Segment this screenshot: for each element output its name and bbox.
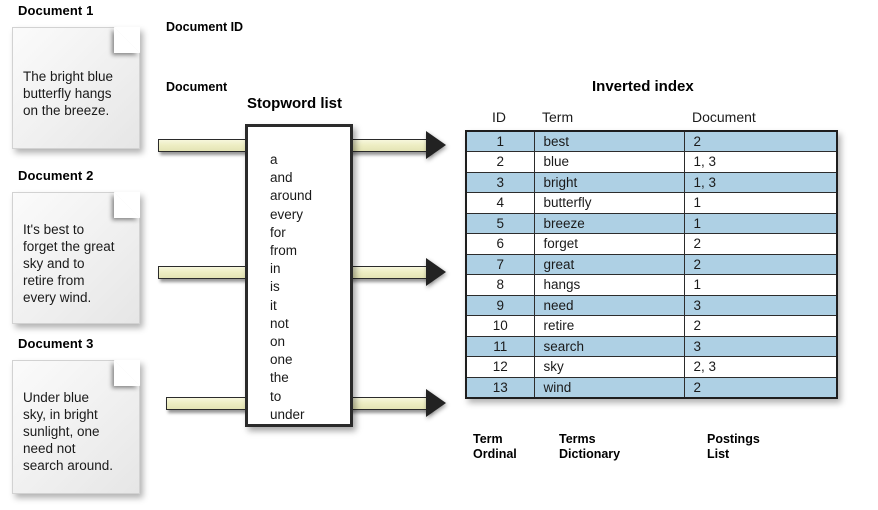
stopword-item: for <box>270 224 286 240</box>
table-row[interactable]: 5 breeze 1 <box>465 212 838 234</box>
cell-id: 1 <box>465 130 535 152</box>
table-row[interactable]: 8 hangs 1 <box>465 274 838 296</box>
cell-id: 9 <box>465 294 535 316</box>
document-3-title: Document 3 <box>18 336 94 351</box>
document-2-title: Document 2 <box>18 168 94 183</box>
stopword-item: in <box>270 261 281 277</box>
cell-term: best <box>533 130 685 152</box>
cell-id: 2 <box>465 151 535 173</box>
stopword-item: a <box>270 152 278 167</box>
inverted-index-table[interactable]: 1 best 2 2 blue 1, 3 3 bright 1, 3 4 but… <box>465 130 838 399</box>
stopword-list-title: Stopword list <box>247 95 342 112</box>
cell-term: search <box>533 335 685 357</box>
cell-id: 10 <box>465 315 535 337</box>
stopword-item: to <box>270 388 282 404</box>
document-3-card[interactable]: Under blue sky, in bright sunlight, one … <box>12 360 140 494</box>
stopword-item: the <box>270 370 289 386</box>
cell-id: 13 <box>465 376 535 398</box>
cell-document: 1 <box>683 274 838 296</box>
arrow-doc2-to-stopword <box>158 266 254 279</box>
arrow-doc3-to-stopword <box>166 397 254 410</box>
arrow-doc1-to-stopword <box>158 139 254 152</box>
cell-document: 2, 3 <box>683 356 838 378</box>
document-2-card[interactable]: It's best to forget the great sky and to… <box>12 192 140 324</box>
column-header-id: ID <box>492 109 506 125</box>
stopword-item: one <box>270 352 293 368</box>
cell-term: great <box>533 253 685 275</box>
cell-id: 3 <box>465 171 535 193</box>
footer-postings-list: Postings List <box>707 432 760 461</box>
stopword-list-box: a and around every for from in is it not… <box>245 124 353 427</box>
stopword-item: is <box>270 279 280 295</box>
document-1-text: The bright blue butterfly hangs on the b… <box>23 69 114 118</box>
cell-term: hangs <box>533 274 685 296</box>
page-fold-cut-icon <box>114 360 140 386</box>
table-row[interactable]: 2 blue 1, 3 <box>465 151 838 173</box>
cell-term: forget <box>533 233 685 255</box>
document-1-title: Document 1 <box>18 3 94 18</box>
document-id-label: Document ID <box>166 20 244 34</box>
inverted-index-header-row: ID Term Document <box>465 109 836 125</box>
footer-terms-dictionary: Terms Dictionary <box>559 432 621 461</box>
table-row[interactable]: 6 forget 2 <box>465 233 838 255</box>
stopword-item: every <box>270 206 304 222</box>
cell-document: 3 <box>683 335 838 357</box>
stopword-item: and <box>270 170 293 186</box>
stopword-item: it <box>270 297 277 313</box>
cell-document: 3 <box>683 294 838 316</box>
cell-document: 2 <box>683 315 838 337</box>
cell-term: breeze <box>533 212 685 234</box>
table-row[interactable]: 12 sky 2, 3 <box>465 356 838 378</box>
table-row[interactable]: 10 retire 2 <box>465 315 838 337</box>
table-row[interactable]: 1 best 2 <box>465 130 838 152</box>
cell-term: need <box>533 294 685 316</box>
table-row[interactable]: 9 need 3 <box>465 294 838 316</box>
stopword-item: under <box>270 406 305 422</box>
cell-id: 7 <box>465 253 535 275</box>
cell-term: retire <box>533 315 685 337</box>
page-fold-cut-icon <box>114 27 140 53</box>
cell-term: wind <box>533 376 685 398</box>
cell-term: blue <box>533 151 685 173</box>
cell-id: 8 <box>465 274 535 296</box>
table-row[interactable]: 3 bright 1, 3 <box>465 171 838 193</box>
table-row[interactable]: 4 butterfly 1 <box>465 192 838 214</box>
cell-document: 2 <box>683 130 838 152</box>
cell-document: 1, 3 <box>683 171 838 193</box>
stopword-item: on <box>270 334 286 350</box>
cell-term: sky <box>533 356 685 378</box>
cell-id: 5 <box>465 212 535 234</box>
column-header-term: Term <box>542 109 574 125</box>
cell-id: 4 <box>465 192 535 214</box>
table-row[interactable]: 11 search 3 <box>465 335 838 357</box>
stopword-item: from <box>270 243 297 259</box>
cell-id: 12 <box>465 356 535 378</box>
column-header-document: Document <box>692 109 756 125</box>
cell-document: 2 <box>683 376 838 398</box>
stopword-item: not <box>270 315 289 331</box>
table-row[interactable]: 13 wind 2 <box>465 376 838 398</box>
cell-document: 1, 3 <box>683 151 838 173</box>
inverted-index-footer-row: Term Ordinal Terms Dictionary Postings L… <box>473 432 844 462</box>
cell-id: 6 <box>465 233 535 255</box>
footer-term-ordinal: Term Ordinal <box>473 432 517 461</box>
cell-term: bright <box>533 171 685 193</box>
document-label: Document <box>166 80 228 94</box>
document-2-text: It's best to forget the great sky and to… <box>23 222 115 305</box>
document-1-card[interactable]: The bright blue butterfly hangs on the b… <box>12 27 140 149</box>
cell-document: 2 <box>683 233 838 255</box>
stopword-list: a and around every for from in is it not… <box>248 127 350 424</box>
cell-document: 1 <box>683 212 838 234</box>
cell-document: 1 <box>683 192 838 214</box>
table-row[interactable]: 7 great 2 <box>465 253 838 275</box>
cell-document: 2 <box>683 253 838 275</box>
cell-id: 11 <box>465 335 535 357</box>
cell-term: butterfly <box>533 192 685 214</box>
document-3-text: Under blue sky, in bright sunlight, one … <box>23 390 114 473</box>
inverted-index-title: Inverted index <box>592 78 694 95</box>
stopword-item: around <box>270 188 313 204</box>
page-fold-cut-icon <box>114 192 140 218</box>
